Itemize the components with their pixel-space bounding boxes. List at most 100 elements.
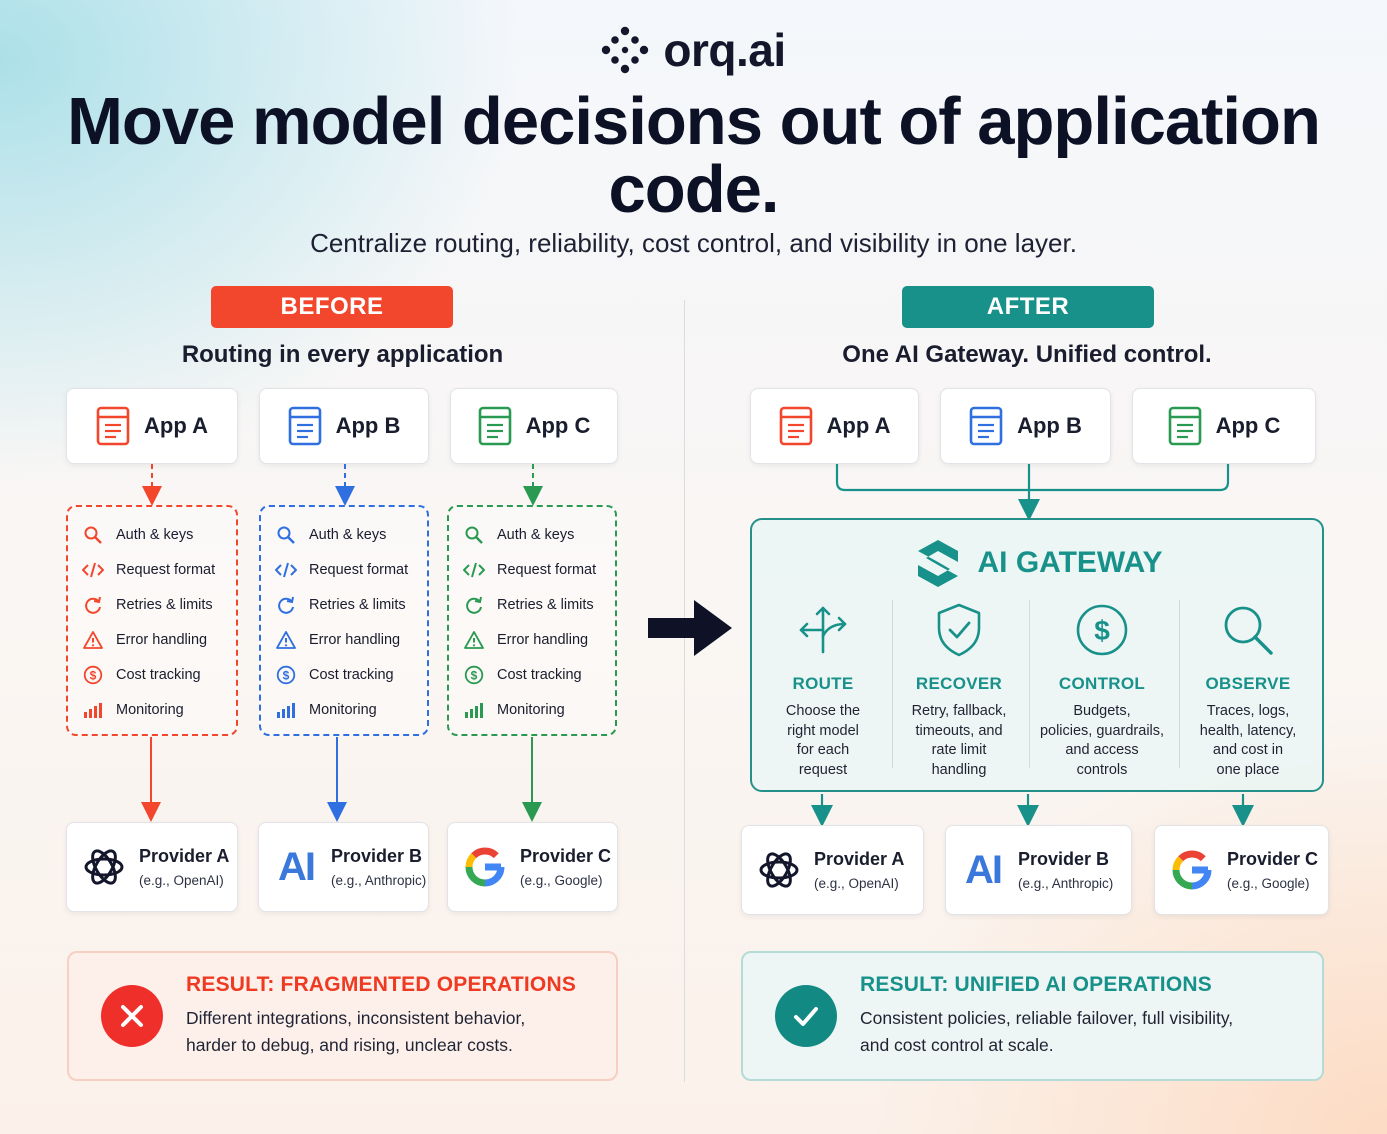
gateway-title: AI GATEWAY — [752, 538, 1326, 588]
concern-row: Error handling — [463, 622, 615, 657]
retry-icon — [278, 596, 294, 614]
warning-icon — [83, 630, 103, 649]
code-icon — [463, 562, 485, 577]
column-divider — [684, 300, 685, 1082]
svg-text:$: $ — [471, 668, 478, 682]
before-app-b-card: App B — [259, 388, 429, 464]
after-subtitle: One AI Gateway. Unified control. — [842, 341, 1212, 368]
concern-row: Retries & limits — [275, 587, 427, 622]
after-app-c-card: App C — [1132, 388, 1316, 464]
after-connectors — [811, 464, 1254, 827]
before-result-body: Different integrations, inconsistent beh… — [186, 1008, 526, 1055]
before-connectors — [141, 464, 543, 822]
concern-row: Retries & limits — [463, 587, 615, 622]
after-result-panel: RESULT: UNIFIED AI OPERATIONS Consistent… — [741, 951, 1324, 1081]
svg-text:$: $ — [283, 668, 290, 682]
svg-text:$: $ — [90, 668, 97, 682]
concern-row: Retries & limits — [82, 587, 236, 622]
code-icon — [275, 562, 297, 577]
app-label: App B — [1017, 413, 1082, 438]
before-badge: BEFORE — [211, 286, 453, 328]
concern-row: Error handling — [275, 622, 427, 657]
key-search-icon — [465, 526, 483, 544]
concern-row: Auth & keys — [82, 517, 236, 552]
capability-separator — [1029, 600, 1030, 768]
app-window-icon — [478, 406, 511, 446]
svg-text:$: $ — [1094, 615, 1110, 646]
concern-row: Error handling — [82, 622, 236, 657]
shield-check-icon — [937, 603, 981, 657]
app-label: App B — [335, 413, 401, 438]
gateway-logo-icon — [918, 540, 959, 587]
capability-recover: RECOVER Retry, fallback, timeouts, and r… — [888, 598, 1030, 780]
after-provider-a-card: Provider A(e.g., OpenAI) — [741, 825, 924, 915]
app-label: App A — [826, 413, 891, 438]
brand-logo: orq.ai — [0, 22, 1387, 78]
dollar-icon: $ — [276, 665, 296, 684]
bar-chart-icon — [277, 702, 295, 718]
after-provider-b-card: AI Provider B(e.g., Anthropic) — [945, 825, 1132, 915]
anthropic-logo: AI — [965, 848, 1003, 892]
capability-observe: OBSERVE Traces, logs, health, latency, a… — [1177, 598, 1319, 780]
capability-separator — [1179, 600, 1180, 768]
after-provider-c-card: Provider C(e.g., Google) — [1154, 825, 1329, 915]
page-headline: Move model decisions out of application … — [67, 84, 1321, 227]
dollar-icon: $ — [464, 665, 484, 684]
capability-control: $ CONTROL Budgets, policies, guardrails,… — [1031, 598, 1173, 780]
before-result-title: RESULT: FRAGMENTED OPERATIONS — [186, 973, 577, 996]
after-app-a-card: App A — [750, 388, 919, 464]
bar-chart-icon — [84, 702, 102, 718]
app-window-icon — [969, 406, 1003, 446]
concern-row: Auth & keys — [463, 517, 615, 552]
app-label: App C — [525, 413, 591, 438]
key-search-icon — [277, 526, 295, 544]
brand-name: orq.ai — [663, 24, 786, 76]
before-app-c-card: App C — [450, 388, 618, 464]
concern-row: Request format — [463, 552, 615, 587]
retry-icon — [85, 596, 101, 614]
app-window-icon — [1168, 406, 1201, 446]
page-subheadline: Centralize routing, reliability, cost co… — [310, 228, 1077, 258]
google-logo — [1172, 850, 1212, 890]
check-circle-icon — [775, 985, 837, 1047]
code-icon — [82, 562, 104, 577]
before-result-panel: RESULT: FRAGMENTED OPERATIONS Different … — [67, 951, 618, 1081]
before-provider-b-card: AI Provider B(e.g., Anthropic) — [258, 822, 429, 912]
concern-row: $Cost tracking — [463, 657, 615, 692]
capability-separator — [892, 600, 893, 768]
app-window-icon — [288, 406, 321, 446]
before-subtitle: Routing in every application — [181, 341, 504, 368]
openai-logo — [759, 852, 799, 888]
bar-chart-icon — [465, 702, 483, 718]
apps-merge-connector — [835, 464, 1230, 492]
openai-logo — [84, 849, 124, 885]
app-window-icon — [96, 406, 130, 446]
after-result-body: Consistent policies, reliable failover, … — [860, 1008, 1234, 1055]
key-search-icon — [84, 526, 102, 544]
before-concerns-b: Auth & keys Request format Retries & lim… — [259, 505, 429, 736]
concern-row: Monitoring — [82, 692, 236, 727]
after-app-b-card: App B — [940, 388, 1111, 464]
warning-icon — [276, 630, 296, 649]
ai-gateway-panel: AI GATEWAY ROUTE Choose the right model … — [750, 518, 1324, 792]
after-result-title: RESULT: UNIFIED AI OPERATIONS — [860, 973, 1212, 996]
concern-row: Monitoring — [463, 692, 615, 727]
dollar-circle-icon: $ — [1076, 604, 1128, 656]
app-window-icon — [779, 406, 812, 446]
orq-dots-icon — [602, 26, 649, 74]
dollar-icon: $ — [83, 665, 103, 684]
retry-icon — [466, 596, 482, 614]
concern-row: Request format — [275, 552, 427, 587]
before-concerns-c: Auth & keys Request format Retries & lim… — [447, 505, 617, 736]
concern-row: Request format — [82, 552, 236, 587]
before-app-a-card: App A — [66, 388, 238, 464]
app-label: App C — [1215, 413, 1281, 438]
route-arrows-icon — [799, 606, 847, 654]
transition-arrow-icon — [648, 600, 732, 656]
app-label: App A — [144, 413, 208, 438]
before-concerns-a: Auth & keys Request format Retries & lim… — [66, 505, 238, 736]
error-icon — [101, 985, 163, 1047]
concern-row: $Cost tracking — [275, 657, 427, 692]
before-provider-c-card: Provider C(e.g., Google) — [447, 822, 618, 912]
capability-route: ROUTE Choose the right model for each re… — [752, 598, 894, 780]
